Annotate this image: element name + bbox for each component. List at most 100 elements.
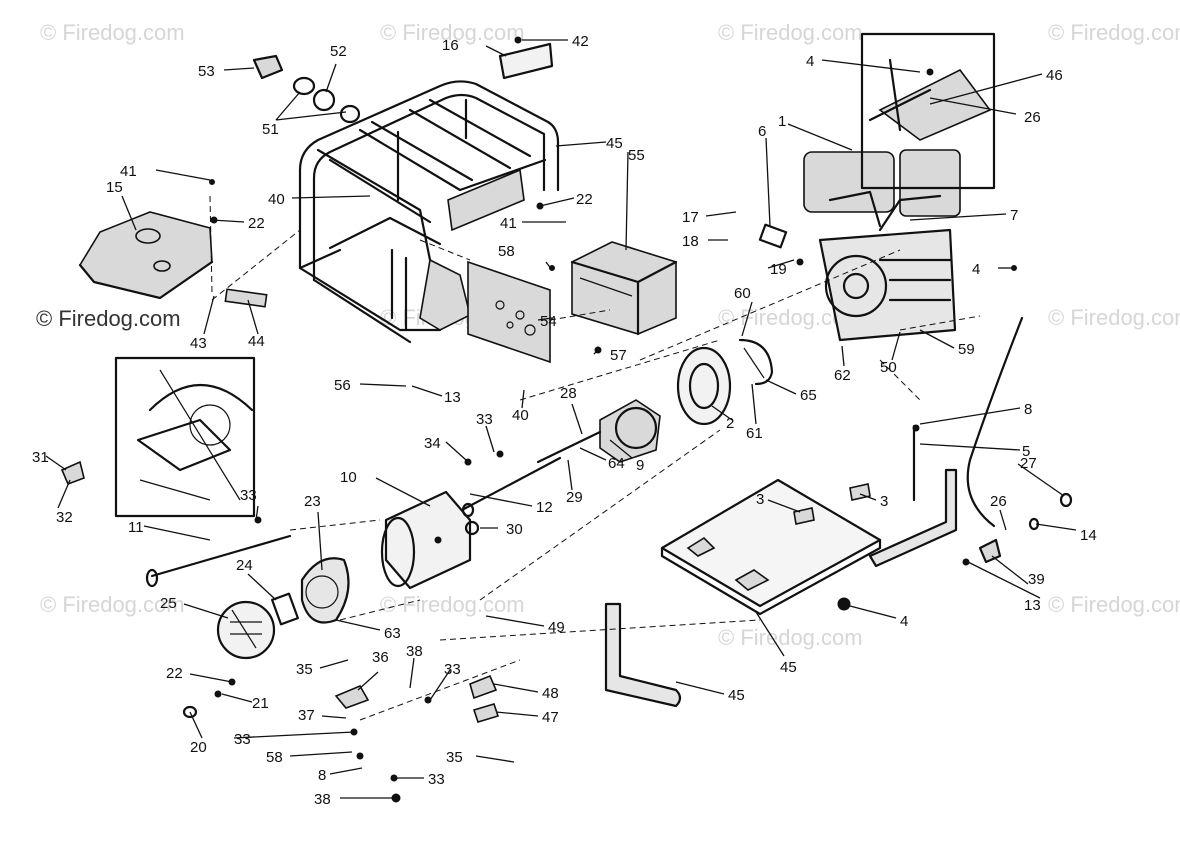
callout-22: 22 [576,191,593,208]
callout-54: 54 [540,313,557,330]
callout-50: 50 [880,359,897,376]
callout-8: 8 [318,767,326,784]
watermark-dark: © Firedog.com [36,306,181,331]
callout-60: 60 [734,285,751,302]
callout-57: 57 [610,347,627,364]
hardware-drawing [60,42,1024,723]
callout-52: 52 [330,43,347,60]
callout-40: 40 [512,407,529,424]
inset-detail-top-right [860,32,996,190]
fuel-tank-drawing [78,211,214,300]
callout-61: 61 [746,425,763,442]
watermark: © Firedog.com [1048,20,1180,45]
callout-23: 23 [304,493,321,510]
callout-13: 13 [1024,597,1041,614]
callout-24: 24 [236,557,253,574]
callout-28: 28 [560,385,577,402]
callout-59: 59 [958,341,975,358]
callout-48: 48 [542,685,559,702]
callout-30: 30 [506,521,523,538]
callout-20: 20 [190,739,207,756]
callout-31: 31 [32,449,49,466]
callout-35: 35 [296,661,313,678]
watermark: © Firedog.com [40,20,185,45]
battery-box-drawing [570,241,678,336]
watermark-layer: © Firedog.com © Firedog.com © Firedog.co… [36,20,1180,650]
callout-18: 18 [682,233,699,250]
callout-37: 37 [298,707,315,724]
callout-33: 33 [476,411,493,428]
callout-33: 33 [444,661,461,678]
end-bell-drawing [216,557,350,660]
callout-45: 45 [606,135,623,152]
base-plate-drawing [604,468,958,708]
callout-25: 25 [160,595,177,612]
callout-45: 45 [780,659,797,676]
engine-drawing [803,149,961,342]
callout-32: 32 [56,509,73,526]
watermark: © Firedog.com [718,625,863,650]
callout-39: 39 [1028,571,1045,588]
callout-41: 41 [500,215,517,232]
watermark: © Firedog.com [1048,305,1180,330]
callout-36: 36 [372,649,389,666]
callout-41: 41 [120,163,137,180]
fastener-dots [182,36,1073,803]
callout-33: 33 [428,771,445,788]
callout-3: 3 [880,493,888,510]
callout-58: 58 [498,243,515,260]
callout-4: 4 [972,261,980,278]
callout-19: 19 [770,261,787,278]
callout-47: 47 [542,709,559,726]
callout-26: 26 [1024,109,1041,126]
callout-45: 45 [728,687,745,704]
callout-64: 64 [608,455,625,472]
inset-detail-left [114,356,256,518]
callout-46: 46 [1046,67,1063,84]
callout-38: 38 [406,643,423,660]
callout-29: 29 [566,489,583,506]
watermark: © Firedog.com [1048,592,1180,617]
alternator-drawing [380,338,774,590]
leader-lines [45,39,1077,799]
callout-51: 51 [262,121,279,138]
callout-44: 44 [248,333,265,350]
callout-17: 17 [682,209,699,226]
callout-22: 22 [166,665,183,682]
callout-33: 33 [240,487,257,504]
callout-8: 8 [1024,401,1032,418]
callout-53: 53 [198,63,215,80]
callout-40: 40 [268,191,285,208]
callout-3: 3 [756,491,764,508]
callout-13: 13 [444,389,461,406]
callout-11: 11 [128,519,144,536]
callout-63: 63 [384,625,401,642]
callout-38: 38 [314,791,331,808]
watermark: © Firedog.com [380,592,525,617]
callout-22: 22 [248,215,265,232]
watermark: © Firedog.com [380,20,525,45]
callout-42: 42 [572,33,589,50]
callout-33: 33 [234,731,251,748]
callout-7: 7 [1010,207,1018,224]
callout-26: 26 [990,493,1007,510]
control-panel-drawing [467,260,551,364]
callout-9: 9 [636,457,644,474]
frame-drawing [298,80,560,344]
callout-2: 2 [726,415,734,432]
callout-1: 1 [778,113,786,130]
callout-21: 21 [252,695,269,712]
callout-65: 65 [800,387,817,404]
callout-62: 62 [834,367,851,384]
callout-4: 4 [900,613,908,630]
callout-6: 6 [758,123,766,140]
callout-14: 14 [1080,527,1097,544]
callout-10: 10 [340,469,357,486]
assembly-lines [209,195,981,721]
callout-35: 35 [446,749,463,766]
callout-4: 4 [806,53,814,70]
watermark: © Firedog.com [718,20,863,45]
callout-labels: 53 52 51 16 42 4 46 26 1 6 7 45 55 41 15… [32,33,1097,808]
callout-34: 34 [424,435,441,452]
callout-16: 16 [442,37,459,54]
